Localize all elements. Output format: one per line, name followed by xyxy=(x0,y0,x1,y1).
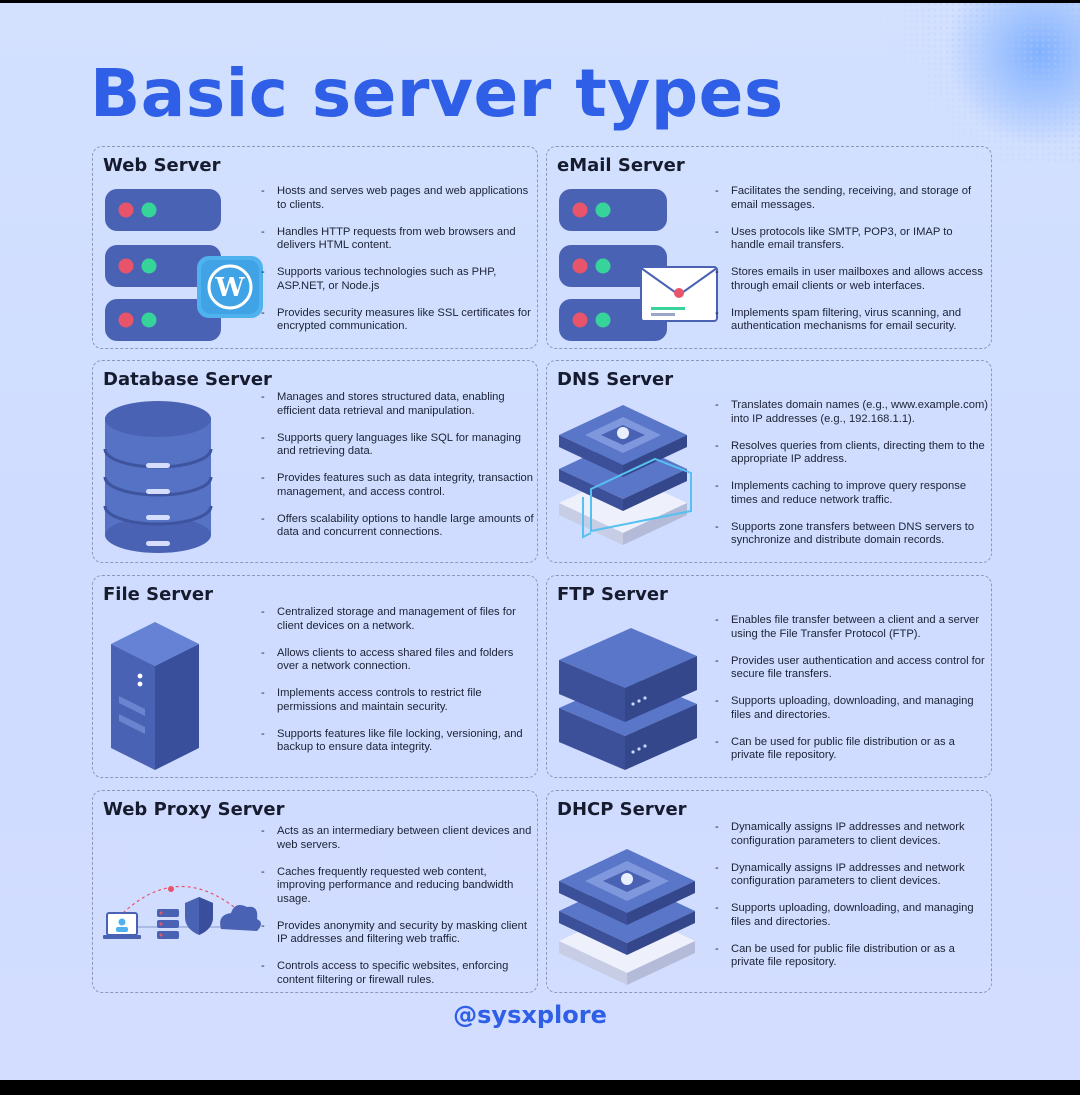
bullet: Implements access controls to restrict f… xyxy=(261,687,535,714)
bullet: Hosts and serves web pages and web appli… xyxy=(261,185,535,212)
page-title: Basic server types xyxy=(90,55,784,132)
bullet: Allows clients to access shared files an… xyxy=(261,647,535,674)
bullet: Controls access to specific websites, en… xyxy=(261,960,535,987)
database-cylinder-icon xyxy=(103,401,213,553)
card-web-proxy-server: Web Proxy Server Acts as an intermediary… xyxy=(92,790,538,993)
bullet: Dynamically assigns IP addresses and net… xyxy=(715,862,989,889)
isometric-server-stack-cloud-icon xyxy=(559,405,692,545)
bullet: Can be used for public file distribution… xyxy=(715,736,989,763)
bullet: Enables file transfer between a client a… xyxy=(715,614,989,641)
card-title: eMail Server xyxy=(557,155,685,176)
bullet: Implements caching to improve query resp… xyxy=(715,480,989,507)
card-ftp-server: FTP Server Enables file transfer between… xyxy=(546,575,992,778)
card-dns-server: DNS Server Translates domain names (e.g.… xyxy=(546,360,992,563)
bullet: Provides user authentication and access … xyxy=(715,655,989,682)
card-email-server: eMail Server Facilitates the sending, re… xyxy=(546,146,992,349)
proxy-network-diagram-icon xyxy=(103,885,261,939)
bullet: Provides features such as data integrity… xyxy=(261,472,535,499)
isometric-server-stack-cloud-icon xyxy=(559,849,695,985)
svg-text:W: W xyxy=(214,273,245,303)
bullet: Supports various technologies such as PH… xyxy=(261,266,535,293)
bullet: Supports features like file locking, ver… xyxy=(261,728,535,755)
card-dhcp-server: DHCP Server Dynamically assigns IP addre… xyxy=(546,790,992,993)
bullet: Stores emails in user mailboxes and allo… xyxy=(715,266,989,293)
author-handle: @sysxplore xyxy=(453,1001,607,1029)
card-title: DHCP Server xyxy=(557,799,687,820)
bullet: Caches frequently requested web content,… xyxy=(261,866,535,907)
card-title: FTP Server xyxy=(557,584,668,605)
dot-pattern xyxy=(860,3,1080,163)
card-title: Web Server xyxy=(103,155,221,176)
server-rack-envelope-icon xyxy=(559,189,718,341)
bullet: Uses protocols like SMTP, POP3, or IMAP … xyxy=(715,226,989,253)
bullet: Provides anonymity and security by maski… xyxy=(261,920,535,947)
bullet: Provides security measures like SSL cert… xyxy=(261,307,535,334)
infographic-poster: Basic server types Web Server W Hosts an… xyxy=(0,3,1080,1080)
bullet: Dynamically assigns IP addresses and net… xyxy=(715,821,989,848)
card-title: DNS Server xyxy=(557,369,674,390)
bullet: Acts as an intermediary between client d… xyxy=(261,825,535,852)
card-web-server: Web Server W Hosts and serves web pages … xyxy=(92,146,538,349)
bullet: Supports query languages like SQL for ma… xyxy=(261,432,535,459)
card-database-server: Database Server Manages and stores struc… xyxy=(92,360,538,563)
bullet: Implements spam filtering, virus scannin… xyxy=(715,307,989,334)
bullet: Can be used for public file distribution… xyxy=(715,943,989,970)
bullet: Manages and stores structured data, enab… xyxy=(261,391,535,418)
card-file-server: File Server Centralized storage and mana… xyxy=(92,575,538,778)
bullet: Facilitates the sending, receiving, and … xyxy=(715,185,989,212)
bullet: Resolves queries from clients, directing… xyxy=(715,440,989,467)
card-title: Web Proxy Server xyxy=(103,799,285,820)
server-rack-wordpress-icon: W xyxy=(105,189,263,341)
bullet: Offers scalability options to handle lar… xyxy=(261,513,535,540)
tower-server-icon xyxy=(111,622,199,770)
bullet: Handles HTTP requests from web browsers … xyxy=(261,226,535,253)
bullet: Supports uploading, downloading, and man… xyxy=(715,902,989,929)
bullet: Centralized storage and management of fi… xyxy=(261,606,535,633)
bullet: Supports uploading, downloading, and man… xyxy=(715,695,989,722)
card-title: File Server xyxy=(103,584,213,605)
isometric-server-pair-icon xyxy=(559,628,697,770)
bullet: Translates domain names (e.g., www.examp… xyxy=(715,399,989,426)
bullet: Supports zone transfers between DNS serv… xyxy=(715,521,989,548)
card-title: Database Server xyxy=(103,369,272,390)
